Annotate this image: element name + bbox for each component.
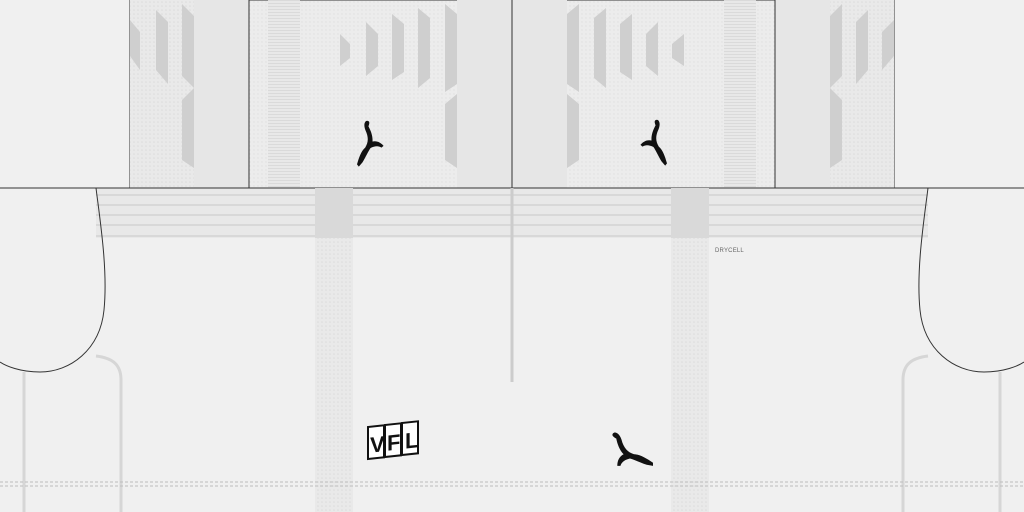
lower-body-group: DRYCELL V F L (0, 187, 1024, 512)
side-stripe-right (775, 0, 830, 188)
chevron-pattern-mid-left (340, 4, 457, 168)
crest-letter-v: V (370, 431, 385, 458)
drycell-label: DRYCELL (715, 248, 744, 254)
vfl-crest-icon: V F L (367, 420, 419, 461)
texture-band-right (724, 0, 756, 188)
chevron-pattern-left (130, 4, 194, 168)
body-stripe-left (315, 188, 353, 512)
texture-band-left (268, 0, 300, 188)
chevron-pattern-right (830, 4, 894, 168)
upper-panel-group (129, 0, 895, 189)
crest-letter-f: F (387, 429, 400, 455)
leg-outline-left (0, 187, 106, 373)
center-stripe-right (512, 0, 567, 188)
crest-letter-l: L (405, 427, 418, 453)
leg-outline-right (918, 187, 1024, 373)
chevron-pattern-mid-right (567, 4, 684, 168)
side-stripe-left (194, 0, 249, 188)
body-stripe-right (671, 188, 709, 512)
center-stripe-left (457, 0, 512, 188)
